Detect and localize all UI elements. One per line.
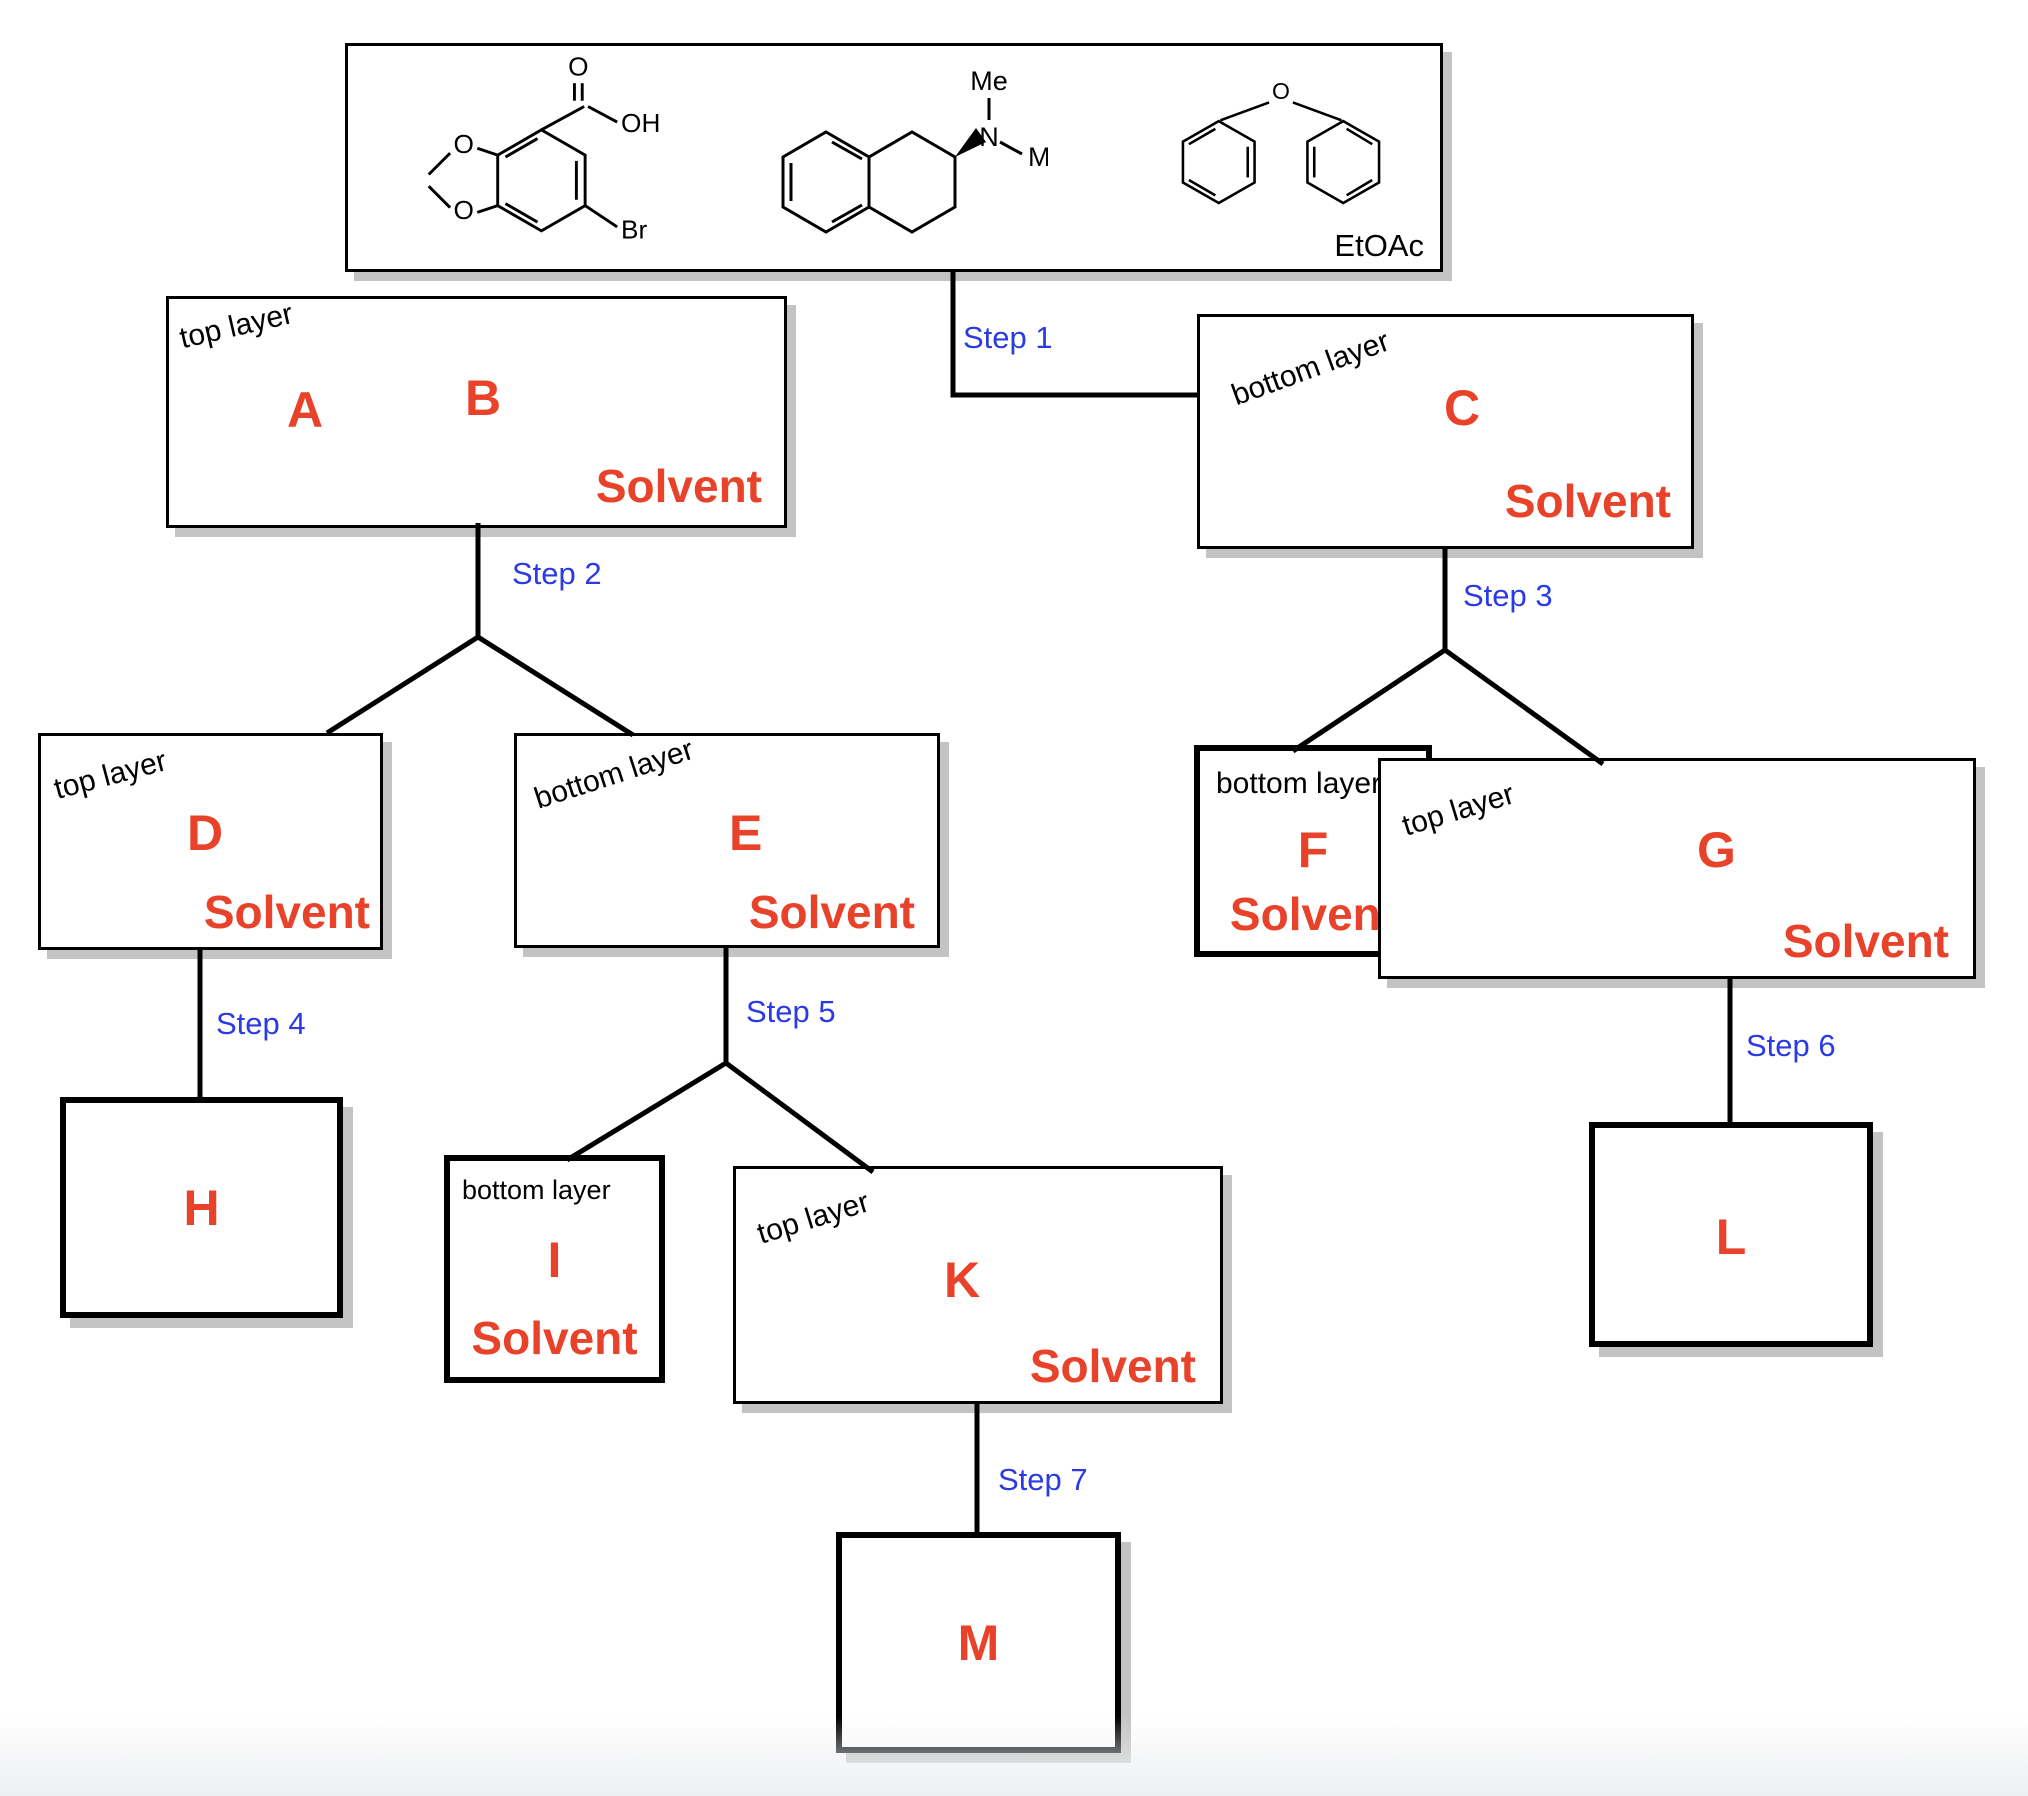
atom-label-ring-o-top: O [453, 129, 473, 159]
fraction-letter-l: L [1715, 1209, 1747, 1265]
solvent-label: Solvent [203, 886, 370, 938]
step-label-2: Step 2 [512, 556, 602, 591]
fraction-letter-g: G [1697, 822, 1736, 878]
atom-label-methyl-top: Me [970, 66, 1008, 96]
layer-label: top layer [753, 1185, 874, 1251]
atom-label-methyl-side: Me [1028, 142, 1048, 172]
fraction-letter-a: A [287, 382, 324, 438]
fraction-box-h: H [60, 1097, 343, 1318]
layer-label: top layer [1398, 777, 1519, 843]
fraction-box-m: M [836, 1532, 1121, 1753]
step-label-1: Step 1 [963, 320, 1053, 355]
fraction-letter-d: D [187, 805, 224, 861]
connector-step2-left [325, 634, 480, 736]
solvent-label: Solvent [748, 886, 915, 938]
fraction-box-c: bottom layer C Solvent [1197, 314, 1694, 549]
connector-step2-right [476, 634, 635, 738]
layer-label: top layer [50, 744, 171, 806]
layer-label: bottom layer [530, 733, 698, 816]
atom-label-ring-o-bottom: O [453, 195, 473, 225]
mixture-box: O OH O O Br N Me Me [345, 43, 1443, 272]
solvent-label: Solvent [1229, 888, 1397, 940]
fraction-box-e: bottom layer E Solvent [514, 733, 940, 948]
atom-label-bromine: Br [621, 215, 647, 245]
step-label-6: Step 6 [1746, 1028, 1836, 1063]
fraction-letter-m: M [957, 1615, 1000, 1671]
fraction-letter-b: B [465, 370, 502, 426]
mixture-solvent-tag: EtOAc [1334, 228, 1424, 263]
fraction-letter-f: F [1297, 822, 1329, 878]
fraction-letter-i: I [547, 1232, 562, 1288]
solvent-label: Solvent [1029, 1340, 1196, 1392]
step-label-4: Step 4 [216, 1006, 306, 1041]
fraction-letter-h: H [183, 1180, 220, 1236]
connector-step3-left [1291, 647, 1447, 754]
fraction-letter-e: E [729, 805, 763, 861]
step-label-3: Step 3 [1463, 578, 1553, 613]
connector-step3-right [1443, 647, 1605, 767]
solvent-label: Solvent [471, 1312, 638, 1364]
layer-label: bottom layer [1227, 324, 1394, 413]
fraction-letter-k: K [944, 1252, 981, 1308]
fraction-box-d: top layer D Solvent [38, 733, 383, 950]
solvent-label: Solvent [1782, 915, 1949, 967]
fraction-box-i: bottom layer I Solvent [444, 1155, 665, 1383]
solvent-label: Solvent [595, 460, 762, 512]
stereo-wedge-bond [955, 128, 986, 157]
connector-step5-right [724, 1060, 875, 1175]
fraction-box-ab: top layer A B Solvent [166, 296, 787, 528]
structure-diphenyl-ether: O [1181, 78, 1381, 205]
fraction-box-k: top layer K Solvent [733, 1166, 1223, 1404]
structure-dimethylamino-tetralin: N Me Me [781, 66, 1048, 234]
fraction-letter-c: C [1444, 380, 1481, 436]
layer-label: top layer [176, 297, 297, 356]
step-label-5: Step 5 [746, 994, 836, 1029]
solvent-label: Solvent [1504, 475, 1671, 527]
layer-label: bottom layer [462, 1175, 611, 1205]
layer-label: bottom layer [1216, 767, 1382, 800]
atom-label-ether-o: O [1272, 78, 1290, 104]
connector-step5-left [565, 1060, 728, 1163]
structure-bromo-benzodioxole-acid: O OH O O Br [427, 56, 660, 245]
atom-label-hydroxyl: OH [621, 108, 660, 138]
step-label-7: Step 7 [998, 1462, 1088, 1497]
fraction-box-l: L [1589, 1122, 1873, 1347]
fraction-box-g: top layer G Solvent [1378, 758, 1976, 979]
atom-label-nitrogen: N [979, 122, 999, 152]
atom-label-carbonyl-o: O [568, 56, 588, 81]
